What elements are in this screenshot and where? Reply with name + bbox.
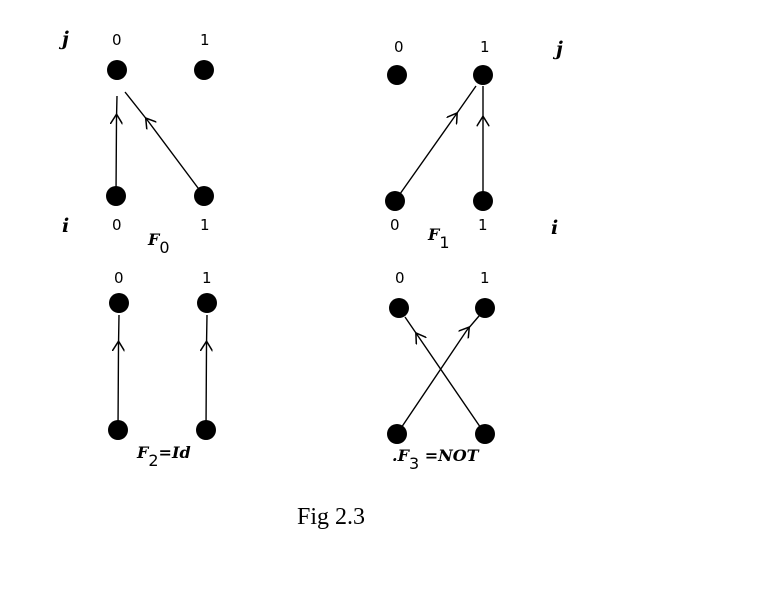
j0-label: 0: [394, 38, 404, 56]
i1-label: 1: [478, 216, 488, 234]
j1-label: 1: [480, 38, 490, 56]
edge-1-to-0: [124, 91, 205, 197]
diagram-f2: 0 1 F2=Id: [108, 269, 217, 470]
edge-0-to-0: [118, 314, 119, 431]
node-j0: [387, 65, 407, 85]
f1-label: F1: [427, 225, 450, 252]
i0-label: 0: [112, 216, 122, 234]
diagram-f1: 0 1 j 0 1 i F1: [385, 38, 563, 252]
i0-label: 0: [390, 216, 400, 234]
j1-label: 1: [202, 269, 212, 287]
j1-label: 1: [200, 31, 210, 49]
i1-label: 1: [200, 216, 210, 234]
node-j1: [194, 60, 214, 80]
edge-1-to-0: [404, 316, 486, 435]
f3-label: .F3 =NOT: [392, 446, 480, 473]
figure-caption: Fig 2.3: [297, 504, 365, 530]
node-j0: [389, 298, 409, 318]
edge-0-to-1: [394, 85, 477, 202]
j0-label: 0: [112, 31, 122, 49]
node-j1: [473, 65, 493, 85]
j0-label: 0: [114, 269, 124, 287]
j0-label: 0: [395, 269, 405, 287]
i-label: i: [62, 215, 69, 237]
node-j1: [475, 298, 495, 318]
f2-label: F2=Id: [136, 443, 191, 470]
node-j0: [107, 60, 127, 80]
node-j0: [109, 293, 129, 313]
diagram-f0: j 0 1 i 0 1 F0: [58, 28, 214, 257]
j-label: j: [58, 28, 69, 50]
node-j1: [197, 293, 217, 313]
j-label: j: [552, 38, 563, 60]
diagram-f3: 0 1 .F3 =NOT: [387, 269, 495, 473]
i-label: i: [551, 217, 558, 239]
j1-label: 1: [480, 269, 490, 287]
edge-0-to-1: [396, 315, 480, 435]
f0-label: F0: [147, 230, 170, 257]
edge-0-to-0: [116, 95, 117, 197]
edge-1-to-1: [206, 314, 207, 431]
